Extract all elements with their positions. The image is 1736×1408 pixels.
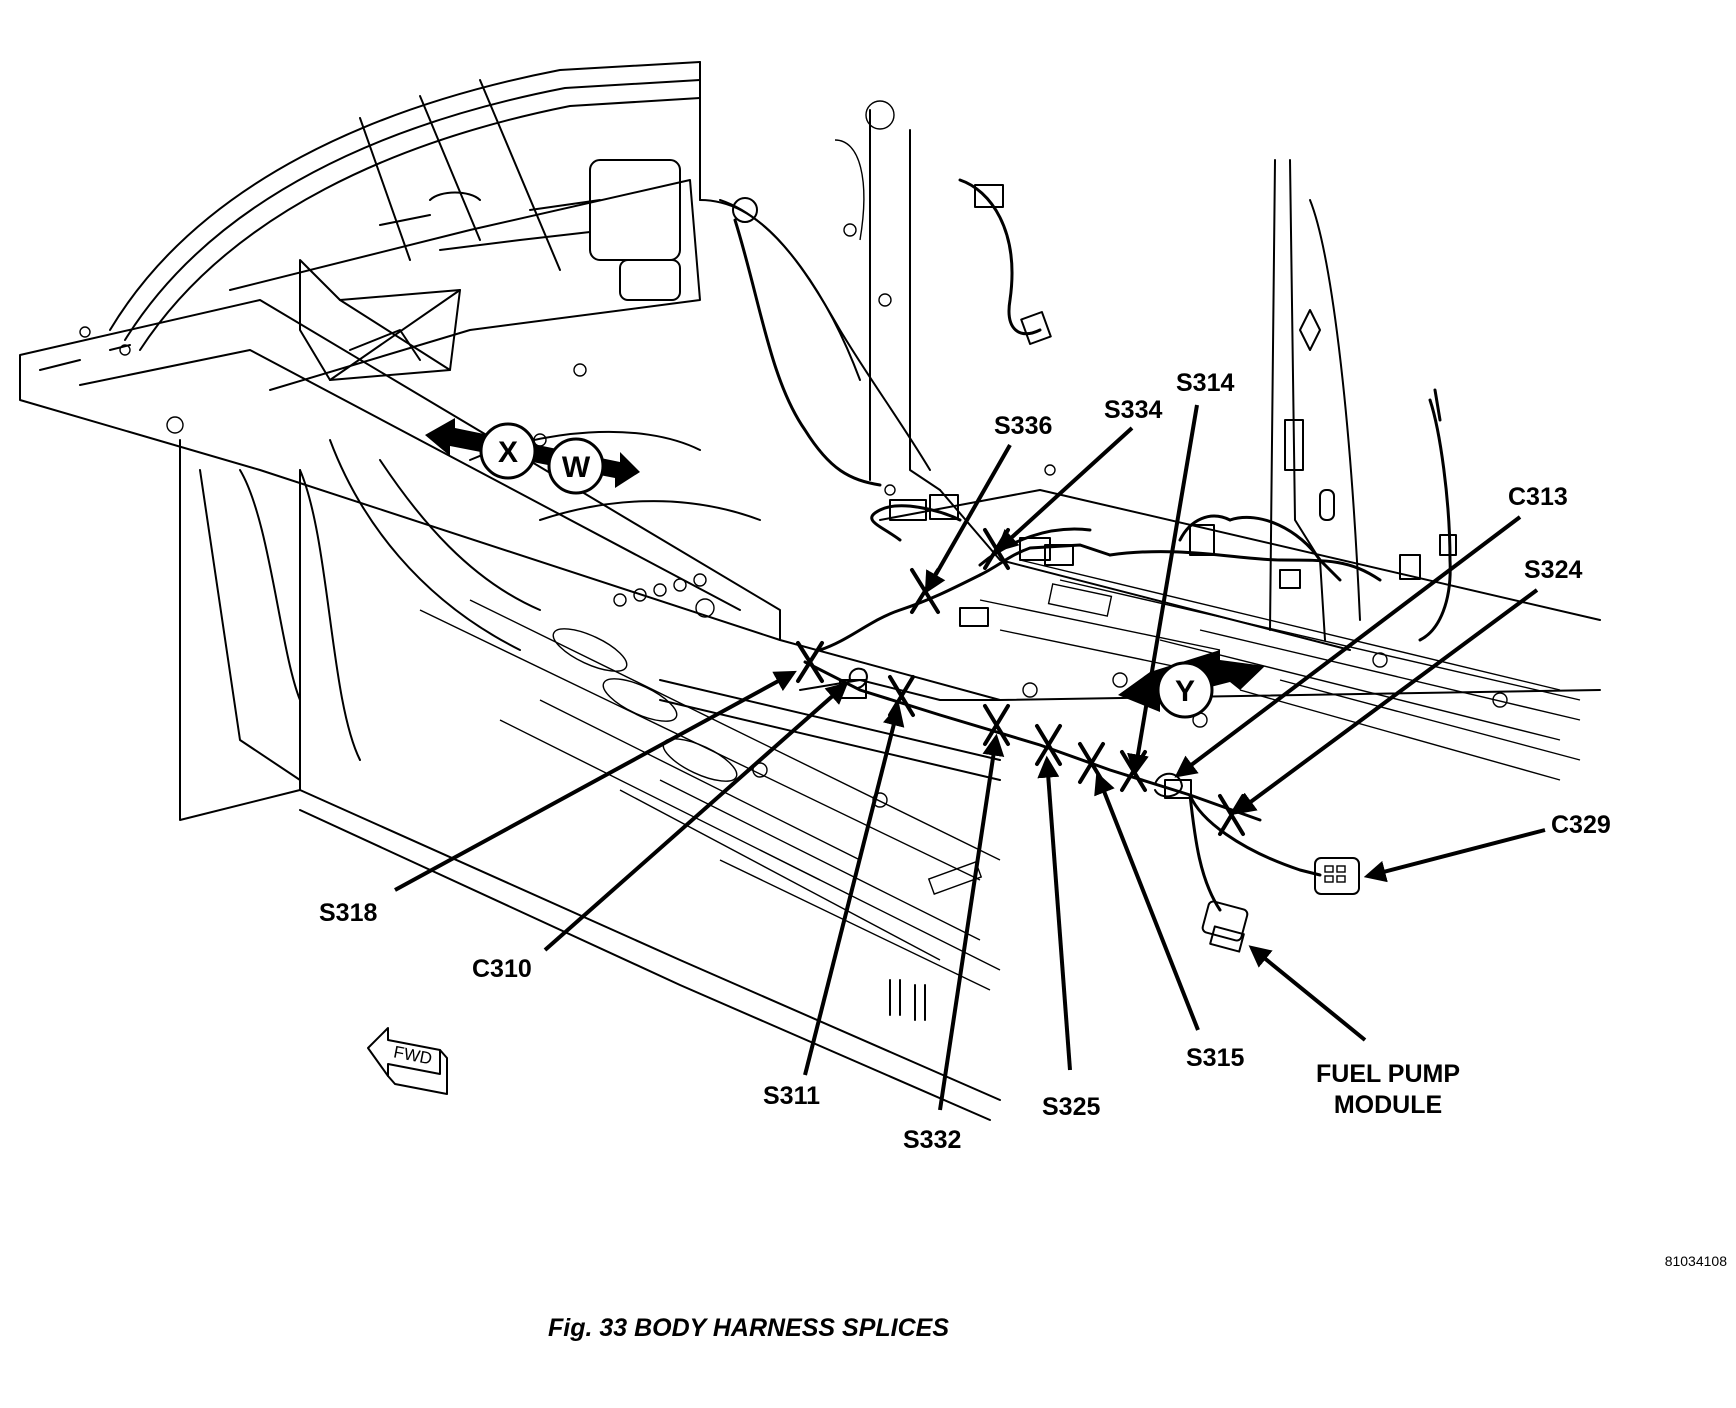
leader-lines: [394, 404, 1546, 1111]
s332-label: S332: [903, 1126, 961, 1154]
callout-labels: S336 S334 S314 C313 S324 C329 FUEL PUMP …: [319, 369, 1611, 1154]
s324-splice-mark: [1218, 794, 1245, 836]
s315-label: S315: [1186, 1044, 1244, 1072]
s336-label: S336: [994, 412, 1052, 440]
s318-leader: [394, 670, 797, 892]
s324-leader: [1233, 588, 1539, 815]
view-y-marker: Y: [1156, 661, 1214, 719]
s311-splice-mark: [888, 675, 915, 717]
s314-label: S314: [1176, 369, 1234, 397]
s325-leader: [1037, 755, 1072, 1071]
body-wiring-harness: [803, 494, 1382, 953]
fuel-pump-module-connector: [1201, 900, 1249, 953]
s318-splice-mark: [796, 641, 824, 683]
s311-leader: [803, 703, 905, 1076]
s332-leader: [938, 733, 1005, 1111]
c310-leader: [543, 682, 849, 952]
c329-label: C329: [1551, 811, 1611, 839]
fuel-pump-module-label-line2: MODULE: [1334, 1091, 1442, 1119]
s318-label: S318: [319, 899, 377, 927]
s336-leader: [924, 444, 1012, 594]
c313-label: C313: [1508, 483, 1568, 511]
s334-label: S334: [1104, 396, 1162, 424]
s311-label: S311: [763, 1082, 820, 1110]
view-w-marker: W: [547, 437, 605, 495]
figure-caption: Fig. 33 BODY HARNESS SPLICES: [548, 1314, 949, 1342]
fuel-pump-leader: [1248, 945, 1367, 1042]
c313-leader: [1174, 515, 1522, 778]
vehicle-body-line-art: FWD: [19, 61, 1601, 1121]
c313-connector-mark: [1154, 772, 1183, 798]
s334-leader: [995, 426, 1134, 552]
view-w-letter: W: [562, 451, 591, 484]
figure-id: 81034108: [1665, 1253, 1728, 1269]
s314-leader: [1127, 404, 1199, 777]
view-arrows: X W Y: [425, 418, 1265, 719]
s315-leader: [1094, 771, 1200, 1031]
c329-connector: [1314, 857, 1360, 895]
view-x-marker: X: [479, 422, 537, 480]
c310-connector-mark: [848, 667, 868, 689]
c329-leader: [1363, 828, 1546, 883]
s325-label: S325: [1042, 1093, 1100, 1121]
s324-label: S324: [1524, 556, 1582, 584]
view-y-letter: Y: [1175, 675, 1195, 708]
view-x-letter: X: [498, 436, 518, 469]
forward-direction-arrow: FWD: [367, 1027, 448, 1095]
fuel-pump-module-label-line1: FUEL PUMP: [1316, 1060, 1460, 1088]
c310-label: C310: [472, 955, 532, 983]
forward-label: FWD: [392, 1042, 434, 1068]
